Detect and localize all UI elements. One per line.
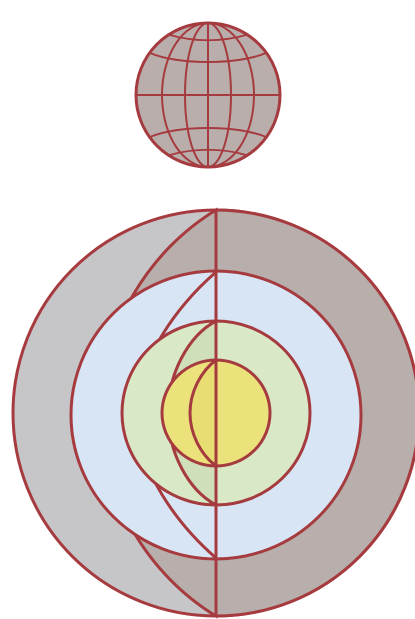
earth-cutaway-icon (13, 210, 415, 616)
globe-icon (136, 23, 280, 167)
